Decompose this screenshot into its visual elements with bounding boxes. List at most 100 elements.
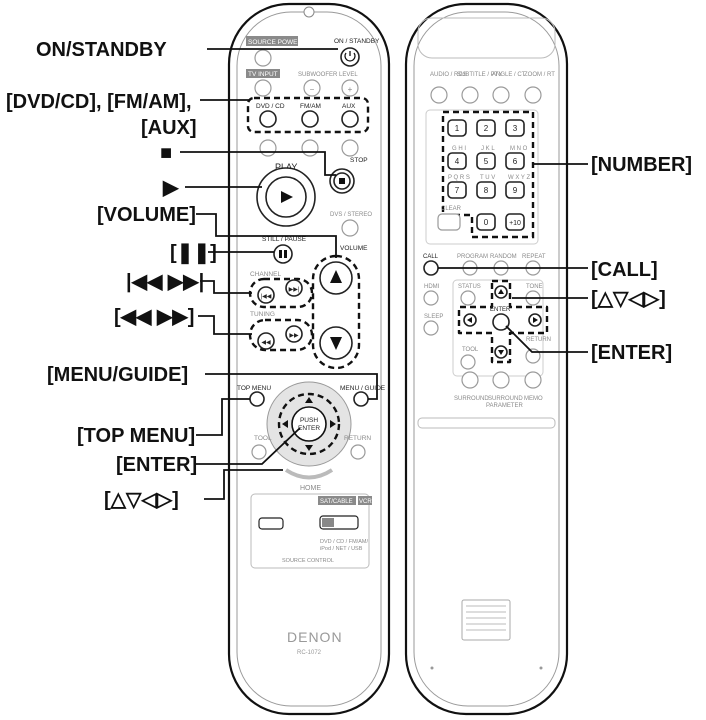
callout-sources: [DVD/CD], [FM/AM],	[6, 91, 192, 113]
skip-back-button[interactable]	[257, 286, 275, 304]
menu-guide-button[interactable]	[353, 391, 369, 407]
callout-top-menu: [TOP MENU]	[77, 425, 195, 447]
number-key-plus10[interactable]	[505, 213, 525, 231]
back-enter-button[interactable]	[492, 313, 510, 331]
subwoofer-minus-button[interactable]	[303, 79, 321, 97]
number-key-6[interactable]	[505, 152, 525, 170]
clear-button[interactable]	[437, 213, 461, 231]
display-button[interactable]	[341, 139, 359, 157]
tone-label: TONE	[526, 284, 543, 290]
dvd-cd-button[interactable]	[259, 110, 277, 128]
leader-skip	[200, 280, 252, 294]
mode-switch-slider	[322, 518, 334, 527]
still-pause-button[interactable]	[273, 244, 293, 264]
back-tool-button[interactable]	[460, 354, 476, 370]
back-tool-label: TOOL	[462, 347, 479, 353]
number-key-1[interactable]	[447, 119, 467, 137]
cursor-up-icon[interactable]	[305, 397, 313, 403]
leader-top-menu	[196, 398, 250, 436]
source-power-label: SOURCE POWER	[248, 39, 302, 46]
menu-guide-label: MENU / GUIDE	[340, 385, 386, 392]
tv-input-label: TV INPUT	[248, 71, 278, 78]
dvs-stereo-label: DVS / STEREO	[330, 212, 372, 218]
callout-cursor-left: [△▽◁▷]	[104, 489, 179, 511]
number-key-9[interactable]	[505, 181, 525, 199]
number-key-0[interactable]	[476, 213, 496, 231]
number-key-3-label: 3	[513, 124, 518, 133]
ipod-button[interactable]	[259, 139, 277, 157]
surround-parameter-button[interactable]	[492, 371, 510, 389]
on-standby-button[interactable]	[340, 47, 360, 67]
surround-button[interactable]	[461, 371, 479, 389]
number-pad-highlight	[441, 110, 535, 239]
tool-label: TOOL	[254, 435, 272, 442]
home-label: HOME	[300, 485, 321, 492]
angle-ct-label: ANGLE / CT	[492, 72, 526, 78]
subwoofer-plus-button[interactable]	[341, 79, 359, 97]
volume-label: VOLUME	[340, 245, 368, 252]
call-label: CALL	[423, 254, 439, 260]
repeat-label: REPEAT	[522, 254, 546, 260]
leader-search	[198, 315, 252, 335]
audio-rds-button[interactable]	[430, 86, 448, 104]
surround-parameter-label: SURROUND	[488, 396, 523, 402]
number-key-8[interactable]	[476, 181, 496, 199]
skip-forward-icon: ▶▶|	[289, 287, 300, 293]
play-icon	[281, 191, 293, 203]
status-button[interactable]	[460, 290, 476, 306]
return-label: RETURN	[344, 435, 371, 442]
number-key-3[interactable]	[505, 119, 525, 137]
hdmi-button[interactable]	[423, 290, 439, 306]
surround-label: SURROUND	[454, 396, 489, 402]
call-button[interactable]	[423, 260, 439, 276]
angle-ct-button[interactable]	[492, 86, 510, 104]
net-usb-button[interactable]	[301, 139, 319, 157]
search-back-button[interactable]	[257, 332, 275, 350]
leader-stop	[180, 151, 336, 176]
back-return-label: RETURN	[526, 337, 551, 343]
dvs-stereo-button[interactable]	[341, 219, 359, 237]
search-back-icon: ◀◀	[261, 340, 271, 346]
dvd-cd-label: DVD / CD	[256, 103, 285, 110]
return-button[interactable]	[350, 444, 366, 460]
stop-icon	[339, 178, 345, 184]
number-key-1-label: 1	[455, 124, 460, 133]
fm-am-button[interactable]	[301, 110, 319, 128]
zoom-rt-button[interactable]	[524, 86, 542, 104]
push-enter-label: PUSH	[300, 417, 318, 424]
subwoofer-level-label: SUBWOOFER LEVEL	[298, 72, 358, 78]
search-forward-icon: ▶▶	[289, 333, 299, 339]
skip-forward-button[interactable]	[285, 279, 303, 297]
number-key-5-label: 5	[484, 157, 489, 166]
cursor-cross-highlight	[457, 279, 549, 364]
top-menu-label: TOP MENU	[237, 385, 271, 392]
number-key-7[interactable]	[447, 181, 467, 199]
number-pad-frame	[425, 109, 539, 245]
push-enter-label-2: ENTER	[298, 425, 320, 432]
mode-switch-left[interactable]	[258, 517, 284, 530]
tv-input-button[interactable]	[254, 79, 272, 97]
sleep-button[interactable]	[423, 320, 439, 336]
tool-button[interactable]	[251, 444, 267, 460]
search-forward-button[interactable]	[285, 325, 303, 343]
cursor-down-icon[interactable]	[305, 445, 313, 451]
callout-search: [◀◀ ▶▶]	[114, 306, 194, 328]
volume-up-icon	[330, 270, 342, 283]
memo-button[interactable]	[524, 371, 542, 389]
subtitle-pty-button[interactable]	[461, 86, 479, 104]
top-menu-button[interactable]	[249, 391, 265, 407]
number-key-5[interactable]	[476, 152, 496, 170]
number-key-4[interactable]	[447, 152, 467, 170]
remote-back-body	[404, 2, 569, 716]
push-enter-button[interactable]	[291, 406, 327, 442]
cursor-right-icon[interactable]	[330, 420, 336, 428]
aux-button[interactable]	[341, 110, 359, 128]
source-power-button[interactable]	[254, 49, 272, 67]
callout-menu-guide: [MENU/GUIDE]	[47, 364, 188, 386]
number-key-2[interactable]	[476, 119, 496, 137]
model-number: RC-1072	[297, 650, 322, 656]
number-key-4-label: 4	[455, 157, 460, 166]
hdmi-label: HDMI	[424, 284, 440, 290]
cursor-left-icon[interactable]	[282, 420, 288, 428]
